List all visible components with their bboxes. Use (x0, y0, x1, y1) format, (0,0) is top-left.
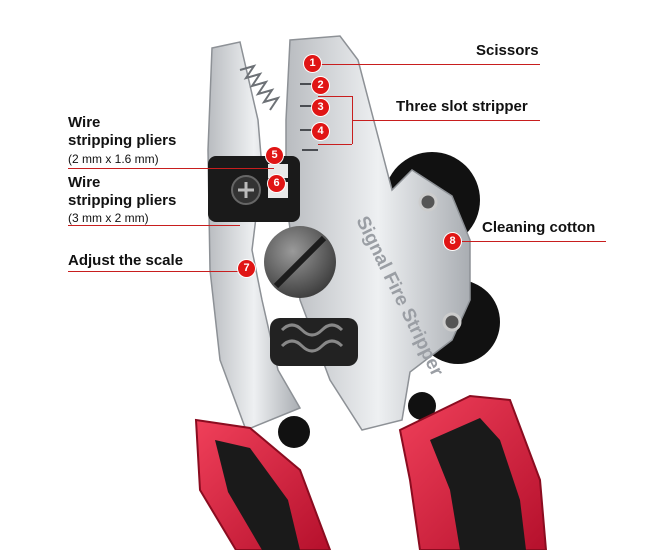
jaw-teeth (239, 64, 281, 111)
right-handle-grip (430, 418, 526, 550)
callout-badge-8: 8 (444, 233, 461, 250)
pliers-large-leader-line (68, 225, 240, 226)
callout-badge-2: 2 (312, 77, 329, 94)
slot-4-line (318, 144, 352, 145)
pliers-large-size: (3 mm x 2 mm) (68, 211, 149, 225)
adjust-label: Adjust the scale (68, 252, 184, 269)
left-jaw (207, 41, 302, 431)
cleaning-leader-line (456, 241, 606, 242)
callout-badge-5: 5 (266, 147, 283, 164)
callout-badge-6: 6 (268, 175, 285, 192)
callout-badge-3: 3 (312, 99, 329, 116)
callout-badge-7: 7 (238, 260, 255, 277)
pliers-large-title-2: stripping pliers (68, 192, 177, 209)
pliers-large-title-1: Wire (68, 174, 101, 191)
left-handle-grip (215, 440, 300, 550)
scissors-label: Scissors (476, 42, 539, 59)
pliers-small-leader-line (68, 168, 274, 169)
three-slot-label: Three slot stripper (396, 98, 528, 115)
pivot-screw (264, 226, 336, 298)
pliers-small-size: (2 mm x 1.6 mm) (68, 152, 159, 166)
scissors-leader-line (312, 64, 540, 65)
three-slot-leader-line (352, 120, 540, 121)
callout-badge-4: 4 (312, 123, 329, 140)
callout-badge-1: 1 (304, 55, 321, 72)
slot-2-line (318, 96, 352, 97)
pliers-small-title-1: Wire (68, 114, 101, 131)
adjust-leader-line (68, 271, 248, 272)
cleaning-label: Cleaning cotton (482, 219, 596, 236)
spring (270, 318, 358, 366)
pliers-small-title-2: stripping pliers (68, 132, 177, 149)
stripping-head (208, 156, 300, 222)
